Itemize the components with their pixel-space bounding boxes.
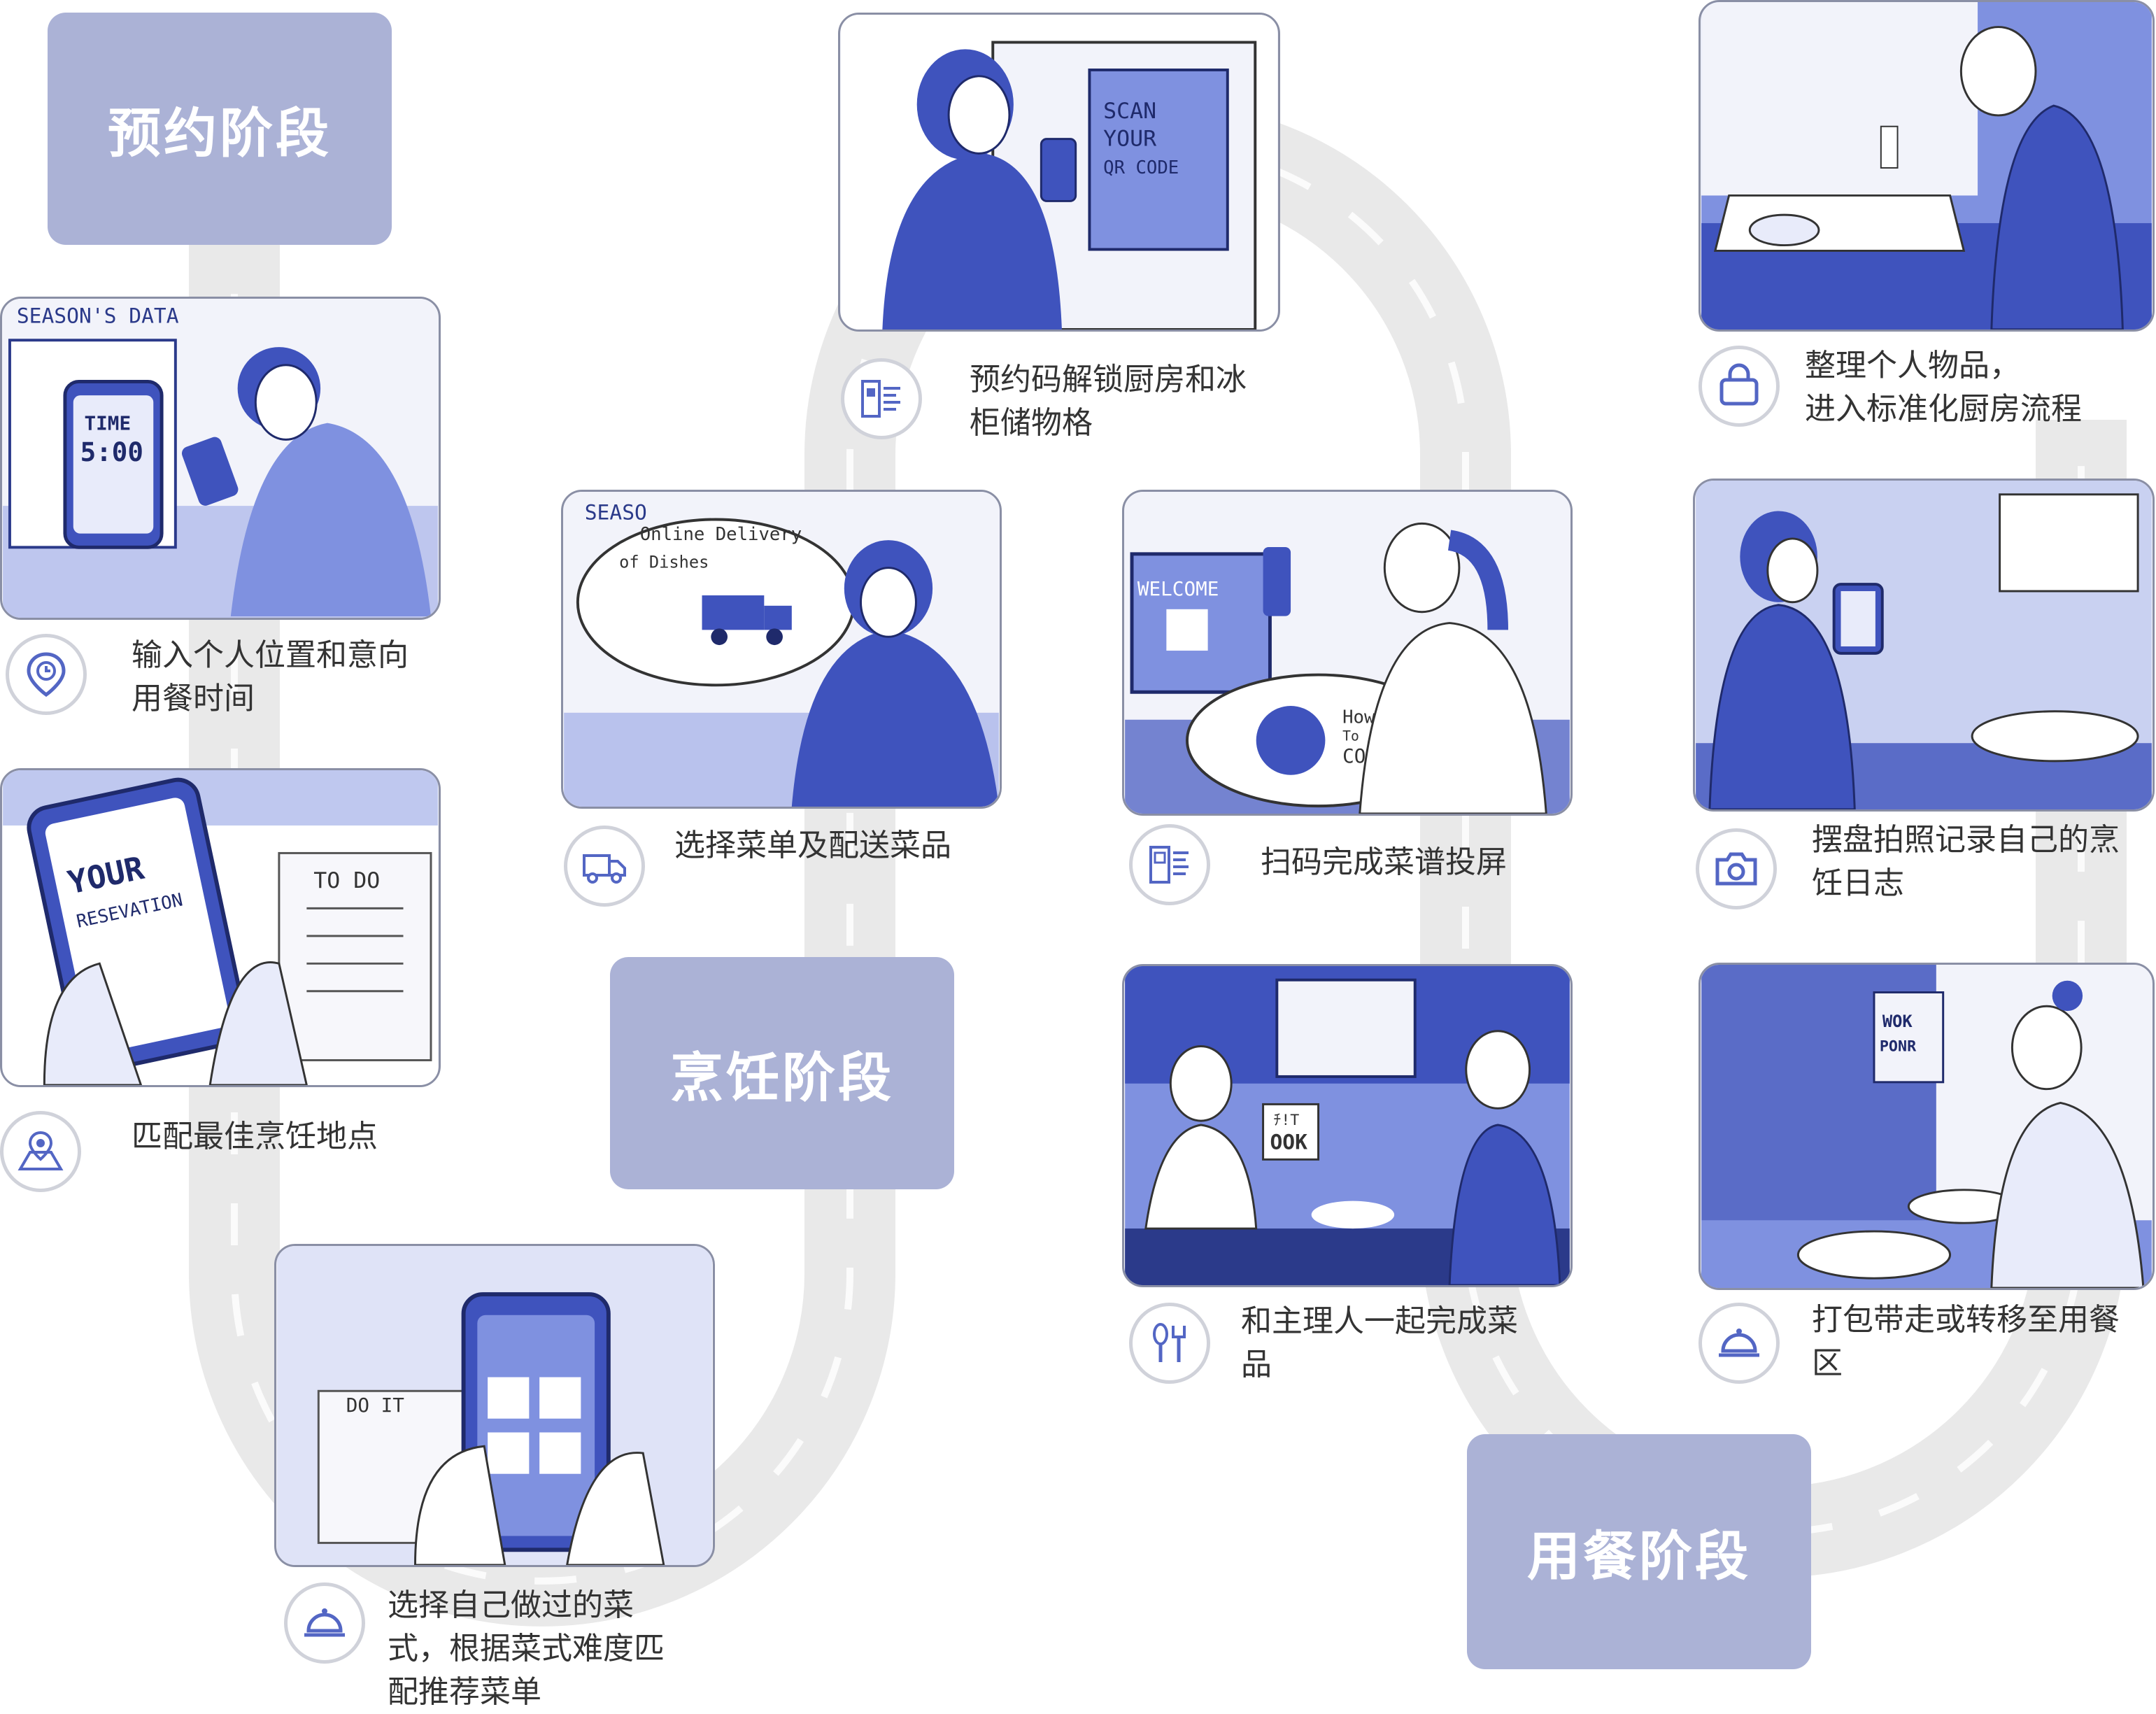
online-delivery-text: Online Delivery bbox=[640, 524, 802, 545]
step-caption-1: 输入个人位置和意向 用餐时间 bbox=[132, 634, 409, 721]
illustration-plating-photo bbox=[1693, 479, 2155, 812]
utensils-icon bbox=[1153, 1323, 1186, 1362]
illustration-recipe-projection: WELCOME How To COOK bbox=[1122, 490, 1573, 816]
caption-line: 饪日志 bbox=[1812, 865, 1904, 901]
step-icon-map-pin bbox=[0, 1111, 81, 1192]
stage-label-dine: 用餐阶段 bbox=[1467, 1434, 1811, 1669]
caption-line: 输入个人位置和意向 bbox=[132, 637, 409, 673]
cloche-icon bbox=[304, 1608, 345, 1637]
illustration-qr-fridge: SCAN YOUR QR CODE bbox=[838, 13, 1280, 332]
illustration-online-delivery: SEASO Online Delivery of Dishes bbox=[561, 490, 1002, 809]
step-icon-cloche-pack bbox=[1698, 1303, 1780, 1384]
caption-line: 整理个人物品， bbox=[1805, 348, 2020, 383]
illustration-reservation-time: SEASON'S DATA TIME 5:00 bbox=[0, 297, 441, 620]
stage-label-text: 烹饪阶段 bbox=[670, 1047, 894, 1109]
caption-line: 用餐时间 bbox=[132, 681, 255, 716]
time-label: TIME bbox=[85, 412, 132, 435]
caption-line: 预约码解锁厨房和冰 bbox=[970, 362, 1247, 397]
step-icon-utensils bbox=[1129, 1303, 1210, 1384]
caption-line: 匹配最佳烹饪地点 bbox=[132, 1119, 378, 1154]
season-data-text: SEASON'S DATA bbox=[17, 304, 179, 328]
scan-screen-icon bbox=[1149, 846, 1189, 884]
illustration-tidy-belongings bbox=[1698, 0, 2155, 332]
step-caption-4: 预约码解锁厨房和冰 柜储物格 bbox=[970, 358, 1247, 445]
do-it-text: DO IT bbox=[346, 1394, 404, 1417]
caption-line: 扫码完成菜谱投屏 bbox=[1261, 844, 1507, 880]
cook-sign-1: ﾁ!T bbox=[1273, 1112, 1299, 1129]
illustration-reservation-match: TO DO YOUR RESEVATION bbox=[0, 768, 441, 1087]
cook-sign-2: OOK bbox=[1270, 1131, 1307, 1154]
caption-line: 区 bbox=[1812, 1345, 1843, 1381]
step-caption-8: 整理个人物品， 进入标准化厨房流程 bbox=[1805, 344, 2082, 431]
camera-icon bbox=[1715, 852, 1757, 886]
wok-sign-1: WOK bbox=[1882, 1012, 1913, 1031]
bag-icon bbox=[1719, 363, 1759, 406]
step-icon-delivery-truck bbox=[564, 826, 645, 907]
caption-line: 和主理人一起完成菜 bbox=[1241, 1303, 1518, 1339]
caption-line: 配推荐菜单 bbox=[388, 1674, 541, 1710]
qr-unlock-icon bbox=[861, 380, 900, 418]
scan-text-2: YOUR bbox=[1103, 127, 1156, 152]
stage-label-reserve: 预约阶段 bbox=[48, 13, 392, 245]
step-icon-qr-unlock bbox=[841, 358, 922, 439]
step-caption-3: 选择自己做过的菜 式，根据菜式难度匹 配推荐菜单 bbox=[388, 1584, 665, 1714]
to-text: To bbox=[1342, 728, 1359, 744]
caption-line: 品 bbox=[1241, 1347, 1272, 1382]
step-icon-cloche bbox=[284, 1582, 365, 1664]
stage-label-text: 用餐阶段 bbox=[1527, 1525, 1751, 1587]
cloche-icon bbox=[1719, 1329, 1759, 1357]
caption-line: 式，根据菜式难度匹 bbox=[388, 1631, 665, 1666]
step-icon-scan-screen bbox=[1129, 824, 1210, 905]
stage-label-cook: 烹饪阶段 bbox=[610, 957, 954, 1189]
step-caption-9: 摆盘拍照记录自己的烹 饪日志 bbox=[1812, 819, 2120, 905]
step-caption-7: 和主理人一起完成菜 品 bbox=[1241, 1300, 1518, 1387]
delivery-truck-icon bbox=[583, 854, 626, 884]
map-pin-icon bbox=[17, 1131, 64, 1170]
welcome-text: WELCOME bbox=[1137, 577, 1219, 600]
caption-line: 打包带走或转移至用餐 bbox=[1812, 1302, 2120, 1338]
illustration-cook-with-host: ﾁ!T OOK bbox=[1122, 964, 1573, 1287]
wok-sign-2: PONR bbox=[1880, 1037, 1917, 1055]
step-caption-10: 打包带走或转移至用餐 区 bbox=[1812, 1298, 2120, 1385]
scan-text-1: SCAN bbox=[1103, 99, 1156, 124]
caption-line: 选择菜单及配送菜品 bbox=[674, 828, 951, 863]
to-do-text: TO DO bbox=[313, 868, 380, 893]
step-icon-bag bbox=[1698, 346, 1780, 427]
caption-line: 进入标准化厨房流程 bbox=[1805, 391, 2082, 427]
caption-line: 选择自己做过的菜 bbox=[388, 1587, 634, 1623]
caption-line: 摆盘拍照记录自己的烹 bbox=[1812, 822, 2120, 858]
scan-text-3: QR CODE bbox=[1103, 157, 1179, 178]
step-caption-2: 匹配最佳烹饪地点 bbox=[132, 1115, 378, 1159]
caption-line: 柜储物格 bbox=[970, 405, 1093, 441]
illustration-pack-to-go: WOK PONR bbox=[1698, 963, 2155, 1290]
illustration-choose-dishes: DO IT bbox=[274, 1244, 715, 1567]
how-text: How bbox=[1342, 707, 1375, 728]
step-icon-camera bbox=[1696, 828, 1777, 909]
season-short-text: SEASO bbox=[585, 500, 647, 524]
stage-label-text: 预约阶段 bbox=[108, 102, 332, 164]
location-clock-icon bbox=[27, 652, 66, 697]
step-caption-6: 扫码完成菜谱投屏 bbox=[1261, 841, 1507, 884]
step-icon-location-clock bbox=[6, 634, 87, 715]
of-dishes-text: of Dishes bbox=[619, 553, 709, 572]
step-caption-5: 选择菜单及配送菜品 bbox=[674, 824, 951, 867]
time-value: 5:00 bbox=[80, 437, 143, 467]
